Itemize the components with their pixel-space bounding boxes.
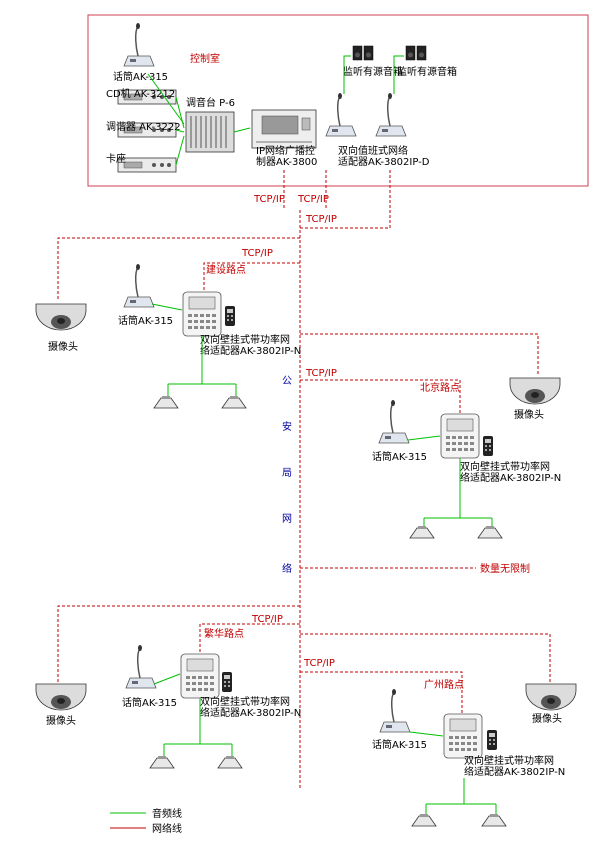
site2-name: 北京路点: [420, 381, 460, 394]
site4-adapter-label-line1: 双向壁挂式带功率网: [464, 754, 554, 767]
site2-mic-label: 话筒AK-315: [372, 450, 427, 463]
site1-adapter-icon: [182, 291, 222, 337]
control-room-audio-lines: [147, 55, 404, 166]
monitor-speaker-label-2: 监听有源音箱: [397, 65, 457, 78]
cd-player-label: CD机 AK-3212: [106, 87, 175, 100]
site2-camera-label: 摄像头: [514, 408, 544, 421]
site-fanhua: TCP/IP 繁华路点 摄像头 话筒AK-315 双向壁挂式带功率网 络适配器A…: [35, 605, 301, 769]
site4-speaker-icon-1: [411, 813, 437, 827]
control-mic-icon: [123, 22, 155, 67]
site2-adapter-label-line1: 双向壁挂式带功率网: [460, 460, 550, 473]
site4-speaker-icon-2: [481, 813, 507, 827]
site1-name: 建设路点: [206, 263, 246, 276]
site4-mic-icon: [379, 688, 411, 733]
site1-adapter-label-line1: 双向壁挂式带功率网: [200, 333, 290, 346]
site1-mic-label: 话筒AK-315: [118, 314, 173, 327]
site1-camera-icon: [35, 303, 87, 331]
site3-adapter-icon: [180, 653, 220, 699]
legend: 音频线 网络线: [110, 807, 182, 835]
backbone-char-1: 公: [282, 376, 292, 387]
mixer-label: 调音台 P-6: [186, 96, 235, 109]
cassette-deck-icon: [117, 157, 177, 173]
site2-adapter-icon: [440, 413, 480, 459]
unlimited-label: 数量无限制: [480, 562, 530, 575]
monitor-speaker-label-1: 监听有源音箱: [343, 65, 403, 78]
legend-audio-label: 音频线: [152, 807, 182, 820]
site1-adapter-label-line2: 络适配器AK-3802IP-N: [200, 344, 301, 357]
tcpip-label-3: TCP/IP: [305, 214, 337, 225]
site4-adapter-icon: [443, 713, 483, 759]
site4-remote-icon: [487, 730, 497, 750]
site4-name: 广州路点: [424, 678, 464, 691]
site2-camera-icon: [509, 377, 561, 405]
legend-network-label: 网络线: [152, 822, 182, 835]
site3-adapter-label-line2: 络适配器AK-3802IP-N: [200, 706, 301, 719]
tcpip-label-site3: TCP/IP: [251, 614, 283, 625]
site3-camera-label: 摄像头: [46, 714, 76, 727]
site1-camera-label: 摄像头: [48, 340, 78, 353]
controller-label-line1: IP网络广播控: [256, 144, 315, 157]
site3-mic-label: 话筒AK-315: [122, 696, 177, 709]
site3-mic-icon: [125, 644, 157, 689]
mixer-icon: [185, 111, 235, 153]
duty-adapter-icon-1: [325, 92, 357, 137]
tcpip-label-site4: TCP/IP: [303, 658, 335, 669]
controller-label-line2: 制器AK-3800: [256, 155, 317, 168]
tuner-label: 调谐器 AK-3222: [106, 121, 181, 133]
site3-speaker-icon-2: [217, 755, 243, 769]
site3-camera-icon: [35, 683, 87, 711]
tcpip-label-1: TCP/IP: [253, 194, 285, 205]
site2-mic-icon: [378, 399, 410, 444]
site2-adapter-label-line2: 络适配器AK-3802IP-N: [460, 471, 561, 484]
tcpip-label-2: TCP/IP: [297, 194, 329, 205]
control-room-title: 控制室: [190, 52, 220, 65]
site4-adapter-label-line2: 络适配器AK-3802IP-N: [464, 765, 565, 778]
site4-camera-label: 摄像头: [532, 712, 562, 725]
site1-speaker-icon-1: [153, 395, 179, 409]
control-mic-label: 话筒AK-315: [113, 70, 168, 83]
duty-adapter-icon-2: [375, 92, 407, 137]
site-beijing: TCP/IP 北京路点 摄像头 话筒AK-315 双向壁挂式带功率网 络适配器A…: [300, 333, 561, 539]
site4-camera-icon: [525, 683, 577, 711]
duty-adapter-label-line2: 适配器AK-3802IP-D: [338, 156, 430, 168]
control-room-border: [87, 14, 589, 187]
backbone-char-4: 网: [282, 513, 292, 525]
tcpip-label-site2: TCP/IP: [305, 368, 337, 379]
site1-remote-icon: [225, 306, 235, 326]
tcpip-label-site1: TCP/IP: [241, 248, 273, 259]
duty-adapter-label-line1: 双向值班式网络: [338, 144, 408, 157]
site2-remote-icon: [483, 436, 493, 456]
site3-name: 繁华路点: [204, 627, 244, 640]
broadcast-controller-icon: [251, 109, 317, 149]
site1-mic-icon: [123, 263, 155, 308]
monitor-speaker-icon-1: [352, 45, 374, 61]
cassette-deck-label: 卡座: [106, 152, 126, 165]
site-jianshe: TCP/IP 建设路点 摄像头 话筒AK-315 双向壁挂式带功率网 络适配器A…: [35, 237, 301, 409]
site1-speaker-icon-2: [221, 395, 247, 409]
site2-speaker-icon-2: [477, 525, 503, 539]
monitor-speaker-icon-2: [405, 45, 427, 61]
site-guangzhou: TCP/IP 广州路点 摄像头 话筒AK-315 双向壁挂式带功率网 络适配器A…: [300, 633, 577, 827]
site2-speaker-icon-1: [409, 525, 435, 539]
site3-speaker-icon-1: [149, 755, 175, 769]
backbone-char-5: 络: [282, 562, 292, 575]
backbone-char-3: 局: [282, 467, 292, 479]
backbone-char-2: 安: [282, 420, 292, 433]
site3-adapter-label-line1: 双向壁挂式带功率网: [200, 695, 290, 708]
control-room-network-lines: [283, 170, 391, 229]
site4-mic-label: 话筒AK-315: [372, 738, 427, 751]
site3-remote-icon: [222, 672, 232, 692]
